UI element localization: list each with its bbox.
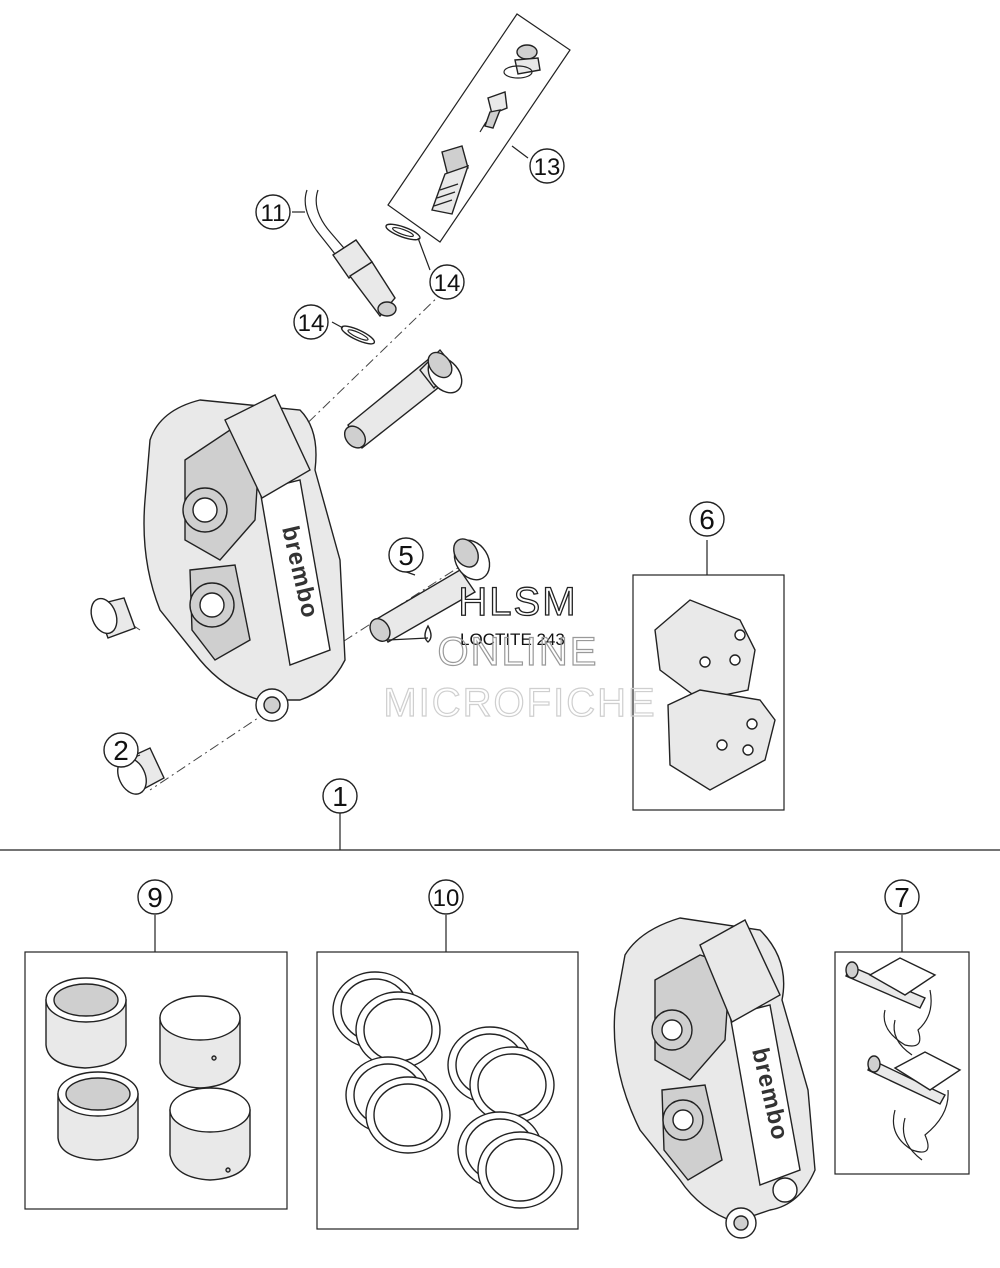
svg-text:14: 14 — [434, 270, 461, 297]
svg-text:9: 9 — [147, 882, 163, 913]
svg-text:10: 10 — [433, 885, 460, 912]
piston-kit-9 — [24, 915, 288, 1210]
pin-bolt-upper — [343, 348, 463, 450]
washer-14-lower — [331, 321, 376, 345]
brake-line-11 — [292, 189, 397, 318]
spacer-left — [90, 597, 136, 639]
svg-text:13: 13 — [534, 154, 561, 181]
callout-6: 6 — [689, 501, 725, 537]
brake-pad-kit-6 — [632, 540, 785, 811]
svg-text:14: 14 — [298, 310, 325, 337]
callout-2: 2 — [103, 732, 139, 768]
caliper-upper: brembo — [109, 289, 471, 791]
callout-10: 10 — [428, 879, 464, 915]
caliper-lower: brembo — [613, 917, 816, 1239]
seal-kit-10 — [316, 915, 579, 1230]
callout-14-lower: 14 — [293, 304, 329, 340]
svg-text:1: 1 — [332, 781, 348, 812]
svg-text:6: 6 — [699, 504, 715, 535]
loctite-note: LOCTITE 243 — [460, 630, 565, 649]
callout-13: 13 — [529, 148, 565, 184]
pin-clip-kit-7 — [834, 915, 970, 1175]
bleeder-kit-13 — [387, 13, 571, 243]
callout-1: 1 — [322, 778, 358, 814]
watermark-line-2: ONLINE — [438, 630, 599, 674]
watermark-line-1: HLSM — [458, 580, 577, 624]
watermark-line-3: MICROFICHE — [383, 681, 656, 725]
svg-text:7: 7 — [894, 882, 910, 913]
pin-bolt-5 — [369, 538, 491, 643]
svg-text:5: 5 — [398, 540, 414, 571]
svg-text:2: 2 — [113, 735, 129, 766]
callout-14-upper: 14 — [429, 264, 465, 300]
callout-7: 7 — [884, 879, 920, 915]
caliper-assembly-box-1 — [0, 813, 1000, 851]
callout-5: 5 — [388, 537, 424, 573]
washer-14-upper — [385, 223, 431, 271]
callout-11: 11 — [255, 194, 291, 230]
svg-text:11: 11 — [261, 200, 286, 227]
callout-9: 9 — [137, 879, 173, 915]
